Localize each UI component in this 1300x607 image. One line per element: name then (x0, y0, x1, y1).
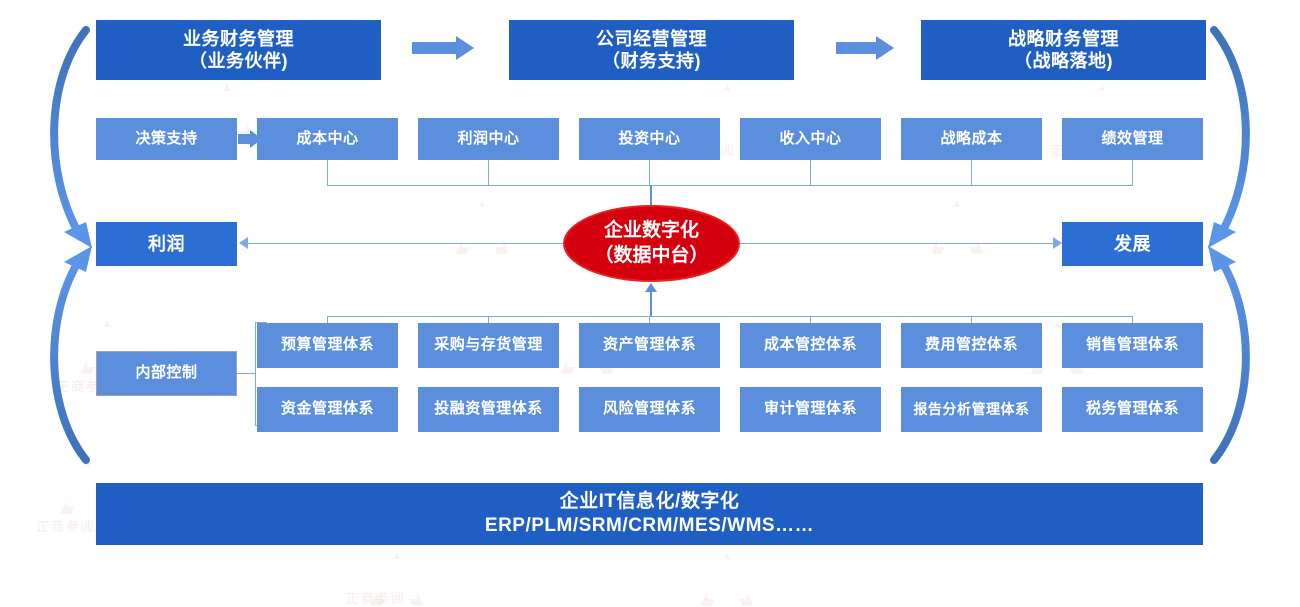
bus-drop-profit-center (488, 160, 489, 185)
node-label: 发展 (1114, 233, 1151, 254)
node-label: 费用管控体系 (924, 336, 1018, 354)
bus-drop-performance (1132, 160, 1133, 185)
internal-control-stem (237, 373, 255, 374)
upper-bus-line (327, 185, 1133, 186)
hub-outbound-stem (650, 292, 652, 316)
node-title-line1: 公司经营管理 (596, 28, 707, 49)
node-label: 成本中心 (296, 129, 359, 147)
node-title-line2: （财务支持) (602, 51, 701, 71)
node-investment-financing-system[interactable]: 投融资管理体系 (418, 387, 559, 432)
hub-to-development-line (740, 243, 1053, 244)
node-label: 内部控制 (135, 364, 198, 382)
node-label: 收入中心 (779, 129, 842, 147)
node-internal-control[interactable]: 内部控制 (96, 351, 237, 396)
watermark-text: 正商参阅 (36, 519, 97, 534)
node-label: 投融资管理体系 (434, 400, 543, 418)
arrow-company-to-strategic-icon (836, 36, 894, 60)
node-treasury-system[interactable]: 资金管理体系 (257, 387, 398, 432)
node-sales-system[interactable]: 销售管理体系 (1062, 323, 1203, 368)
node-label: 绩效管理 (1101, 129, 1164, 147)
node-title-line1: 业务财务管理 (183, 28, 294, 49)
node-reporting-analysis-system[interactable]: 报告分析管理体系 (901, 387, 1042, 432)
node-label: 利润中心 (457, 129, 520, 147)
node-title-line2: （业务伙伴) (189, 51, 288, 71)
left-lower-arc (50, 258, 90, 464)
hub-outbound-arrow-icon (645, 283, 657, 292)
hub-to-development-arrow-icon (1053, 237, 1062, 249)
watermark-logo (455, 200, 509, 254)
node-cost-control-system[interactable]: 成本管控体系 (740, 323, 881, 368)
watermark-logo (700, 552, 754, 606)
internal-control-bracket (255, 322, 256, 425)
node-asset-system[interactable]: 资产管理体系 (579, 323, 720, 368)
node-label: 资产管理体系 (602, 336, 696, 354)
node-label: 决策支持 (135, 129, 198, 147)
node-label: 预算管理体系 (280, 336, 374, 354)
node-decision-support[interactable]: 决策支持 (96, 118, 237, 160)
node-tax-system[interactable]: 税务管理体系 (1062, 387, 1203, 432)
node-label: 投资中心 (618, 129, 681, 147)
hub-to-profit-arrow-icon (239, 237, 248, 249)
watermark-logo (370, 552, 424, 606)
node-label: 采购与存货管理 (434, 336, 543, 354)
bus-drop-strategic-cost (971, 160, 972, 185)
node-label: 战略成本 (940, 129, 1003, 147)
left-upper-arc-head (64, 222, 92, 248)
node-audit-system[interactable]: 审计管理体系 (740, 387, 881, 432)
bus-drop-revenue-center (810, 160, 811, 185)
node-expense-control-system[interactable]: 费用管控体系 (901, 323, 1042, 368)
right-lower-arc-head (1208, 246, 1236, 272)
hub-inbound-stem (650, 185, 652, 207)
node-strategic-cost[interactable]: 战略成本 (901, 118, 1042, 160)
node-investment-center[interactable]: 投资中心 (579, 118, 720, 160)
node-procurement-inventory-system[interactable]: 采购与存货管理 (418, 323, 559, 368)
internal-control-bracket-top (255, 322, 267, 323)
arrow-business-to-company-icon (412, 36, 474, 60)
node-label: 销售管理体系 (1085, 336, 1179, 354)
hub-to-profit-line (248, 243, 563, 244)
node-label: 风险管理体系 (602, 400, 696, 418)
left-upper-arc (50, 26, 90, 236)
node-label: 报告分析管理体系 (913, 400, 1030, 417)
node-title-line2: （战略落地) (1014, 51, 1113, 71)
node-performance-management[interactable]: 绩效管理 (1062, 118, 1203, 160)
node-revenue-center[interactable]: 收入中心 (740, 118, 881, 160)
node-business-finance[interactable]: 业务财务管理 （业务伙伴) (96, 20, 381, 80)
left-lower-arc-head (64, 246, 92, 272)
node-label: 审计管理体系 (763, 400, 857, 418)
hub-enterprise-digitalization[interactable]: 企业数字化 （数据中台） (563, 205, 740, 282)
node-risk-system[interactable]: 风险管理体系 (579, 387, 720, 432)
node-development-outcome[interactable]: 发展 (1062, 222, 1203, 266)
node-company-operation[interactable]: 公司经营管理 （财务支持) (509, 20, 794, 80)
banner-line1: 企业IT信息化/数字化 (559, 491, 740, 513)
node-label: 资金管理体系 (280, 400, 374, 418)
watermark-text: 正商参阅 (346, 591, 407, 606)
banner-line2: ERP/PLM/SRM/CRM/MES/WMS…… (484, 515, 815, 536)
bus-drop-investment-center (649, 160, 650, 185)
right-lower-arc (1210, 258, 1250, 464)
node-cost-center[interactable]: 成本中心 (257, 118, 398, 160)
hub-line2: （数据中台） (594, 244, 709, 266)
node-it-platform-banner[interactable]: 企业IT信息化/数字化 ERP/PLM/SRM/CRM/MES/WMS…… (96, 483, 1203, 545)
node-label: 税务管理体系 (1085, 400, 1179, 418)
node-label: 利润 (148, 233, 185, 254)
right-upper-arc (1210, 26, 1250, 236)
watermark-logo (930, 200, 984, 254)
node-budget-system[interactable]: 预算管理体系 (257, 323, 398, 368)
node-profit-outcome[interactable]: 利润 (96, 222, 237, 266)
hub-line1: 企业数字化 (603, 219, 699, 241)
node-profit-center[interactable]: 利润中心 (418, 118, 559, 160)
lower-bus-line (327, 316, 1133, 317)
node-strategic-finance[interactable]: 战略财务管理 （战略落地) (921, 20, 1206, 80)
bus-drop-cost-center (327, 160, 328, 185)
right-upper-arc-head (1208, 222, 1236, 248)
node-title-line1: 战略财务管理 (1008, 28, 1119, 49)
node-label: 成本管控体系 (763, 336, 857, 354)
